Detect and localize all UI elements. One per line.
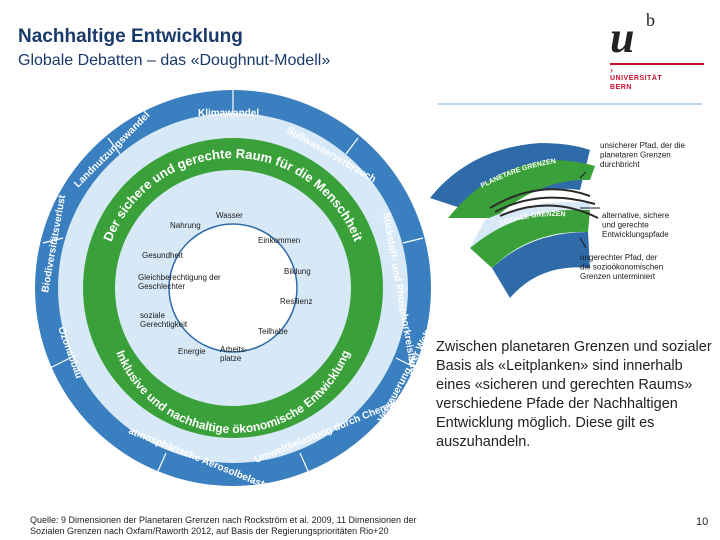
- logo-line-2: BERN: [610, 84, 632, 91]
- university-logo: u b › UNIVERSITÄT BERN: [604, 8, 704, 93]
- source-citation: Quelle: 9 Dimensionen der Planetaren Gre…: [30, 515, 417, 536]
- social-label: Wasser: [216, 211, 243, 220]
- center-circle: [168, 223, 298, 353]
- path-lines: [489, 188, 599, 219]
- social-label: Nahrung: [170, 221, 201, 230]
- logo-chevron-icon: ›: [610, 65, 613, 75]
- logo-letter-u: u: [610, 13, 635, 62]
- unsafe-path-label: unsicherer Pfad, der die planetaren Gren…: [600, 141, 687, 169]
- social-band: [470, 209, 590, 268]
- sector-dividers: [42, 90, 424, 472]
- social-label: Arbeits-platze: [220, 345, 248, 363]
- header-rule: [432, 103, 702, 105]
- slide-subtitle: Globale Debatten – das «Doughnut-Modell»: [18, 52, 331, 69]
- page-number: 10: [696, 516, 709, 528]
- doughnut-diagram: Klimawandel Süßwasserverbrauch Stickstof…: [28, 78, 438, 498]
- social-label: Energie: [178, 347, 206, 356]
- social-label: Gesundheit: [142, 251, 184, 260]
- inner-band: [492, 232, 590, 298]
- safe-space-band: [470, 202, 590, 248]
- slide-title: Nachhaltige Entwicklung: [18, 26, 243, 47]
- boundary-label: Klimawandel: [198, 108, 259, 119]
- development-paths-diagram: PLANETARE GRENZEN SOZIALE GRENZEN unsich…: [430, 141, 687, 298]
- logo-divider: [610, 63, 704, 65]
- social-label: Resilienz: [280, 297, 312, 306]
- logo-letter-b: b: [646, 10, 655, 30]
- social-label: Bildung: [284, 267, 311, 276]
- social-label: Teilhabe: [258, 327, 288, 336]
- planetary-band: [448, 160, 595, 218]
- unjust-path-label: ungerechter Pfad, der die sozioökonomisc…: [580, 253, 663, 281]
- label-pointers: [579, 171, 600, 249]
- logo-line-1: UNIVERSITÄT: [610, 75, 663, 82]
- social-label: Einkommen: [258, 236, 300, 245]
- description-text: Zwischen planetaren Grenzen und sozialer…: [436, 339, 712, 450]
